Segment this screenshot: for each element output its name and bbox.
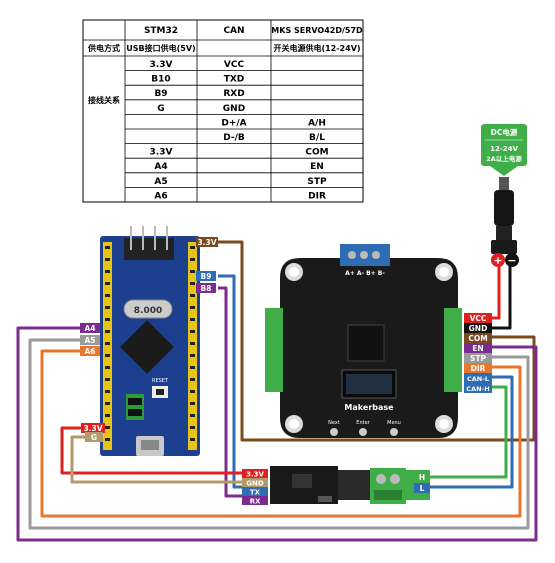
power-stm32: USB接口供电(5V) [126,43,195,53]
table-row: G GND [157,104,245,114]
wire-power-plus [492,266,501,320]
servo-tag-stp: STP [470,354,487,363]
tag-top-3v3: 3.3V [197,238,216,247]
brand-label: Makerbase [344,403,394,412]
minus-terminal [505,253,519,267]
table-row: D+/A A/H [221,118,326,128]
can-module: 3.3V GND TX RX H L [242,466,430,506]
table-row: A6 DIR [154,191,326,201]
wire-power-minus [492,266,512,330]
crystal-label: 8.000 [134,306,162,316]
power-servo: 开关电源供电(12-24V) [273,43,360,53]
table-row: D-/B B/L [223,133,325,143]
servo-tag-dir: DIR [471,364,486,373]
svg-text:B/L: B/L [309,133,325,143]
btn-menu: Menu [387,420,401,426]
can-tag-gnd: GND [246,480,264,488]
connection-table: STM32 CAN MKS SERVO42D/57D 供电方式 USB接口供电(… [82,19,364,203]
svg-text:+: + [493,254,502,267]
svg-text:A4: A4 [154,162,167,172]
servo-tags: VCC GND COM EN STP DIR CAN-L CAN-H [464,313,492,393]
tag-a6: A6 [84,347,95,356]
table-row: A4 EN [154,162,323,172]
wire-a6-dir [40,349,522,518]
svg-text:D-/B: D-/B [223,133,245,143]
wires [16,240,538,542]
reset-label: RESET [152,378,169,384]
table-row: 3.3V VCC [150,60,245,70]
svg-text:3.3V: 3.3V [150,148,173,158]
svg-text:GND: GND [223,104,245,114]
wire-can-h [428,385,508,479]
tag-a5: A5 [84,336,95,345]
svg-text:3.3V: 3.3V [150,60,173,70]
tag-bottom-3v3: 3.3V [83,424,102,433]
tag-b9: B9 [201,272,212,281]
svg-text:B10: B10 [151,75,170,85]
svg-text:G: G [157,104,164,114]
servo-tag-gnd: GND [469,324,488,333]
servo-tag-vcc: VCC [470,314,487,323]
svg-text:A/H: A/H [308,118,326,128]
dc-power-supply: DC电源 12-24V 2A以上电源 + − [481,124,527,267]
header-servo: MKS SERVO42D/57D [271,26,363,35]
btn-enter: Enter [356,420,370,426]
svg-text:D+/A: D+/A [221,118,246,128]
tag-b8: B8 [201,284,212,293]
wire-b8-rx [218,286,262,498]
svg-text:EN: EN [310,162,324,172]
table-row: A5 STP [154,177,327,187]
can-tag-h: H [419,473,425,482]
servo-tag-can-l: CAN-L [467,375,489,383]
stm32-tags: 3.3V B9 B8 A4 A5 A6 3.3V G [80,237,218,442]
btn-next: Next [328,420,340,426]
servo-board: A+ A- B+ B- Makerbase Next Enter Menu [265,244,462,438]
group-label: 接线关系 [88,95,120,105]
header-stm32: STM32 [144,26,178,36]
table-row: B9 RXD [154,89,244,99]
tag-g: G [91,433,97,442]
svg-text:A6: A6 [154,191,167,201]
dc-title: DC电源 [491,127,518,137]
motor-pins-label: A+ A- B+ B- [345,270,385,277]
svg-text:−: − [507,254,516,267]
table-row: 3.3V COM [150,148,329,158]
can-tag-tx: TX [250,489,261,497]
can-tag-3v3: 3.3V [246,471,264,479]
servo-tag-com: COM [468,334,487,343]
tag-a4: A4 [84,324,95,333]
servo-tag-can-h: CAN-H [466,385,489,393]
svg-text:STP: STP [307,177,327,187]
table-row: B10 TXD [151,75,244,85]
wire-can-l [428,375,514,489]
wire-3v3-com [218,240,536,442]
svg-text:RXD: RXD [223,89,244,99]
svg-text:DIR: DIR [308,191,326,201]
can-tag-rx: RX [250,498,261,506]
wire-a5-stp [28,338,530,530]
svg-text:VCC: VCC [224,60,245,70]
svg-text:TXD: TXD [224,75,245,85]
svg-text:COM: COM [305,148,328,158]
stm32-board: 8.000 RESET [100,226,200,456]
dc-current: 2A以上电源 [486,154,522,163]
svg-text:B9: B9 [154,89,167,99]
servo-tag-en: EN [472,344,483,353]
can-tag-l: L [420,484,425,493]
wire-a4-en [16,326,538,542]
plus-terminal [491,253,505,267]
header-can: CAN [223,26,244,36]
power-label: 供电方式 [87,43,120,53]
dc-voltage: 12-24V [490,145,518,153]
svg-text:A5: A5 [154,177,167,187]
